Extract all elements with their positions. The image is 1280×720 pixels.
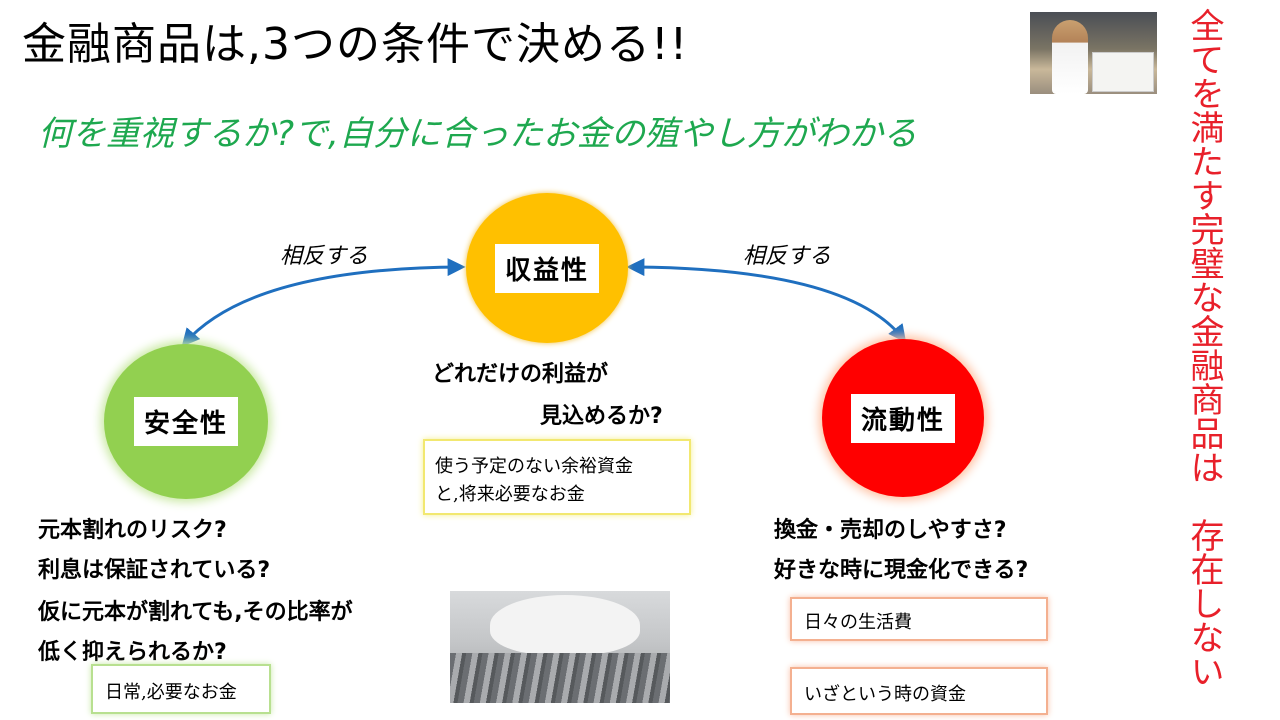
broken-piggy-bank [490,595,640,655]
liquidity-fund-box-1: 日々の生活費 [790,597,1048,641]
safety-fund-box: 日常,必要なお金 [91,664,271,714]
yield-circle: 収益性 [466,193,628,343]
yield-fund-box: 使う予定のない余裕資金 と,将来必要なお金 [423,439,691,515]
piggy-bank-coins-photo [450,591,670,703]
page-title: 金融商品は,3つの条件で決める!! [22,19,689,70]
yield-box-line-1: 使う予定のない余裕資金 [435,456,633,477]
yield-question-2: 見込めるか? [540,404,663,429]
yield-label: 収益性 [494,243,599,293]
liquidity-label: 流動性 [850,393,955,443]
arrow-yield-liquidity [626,258,907,343]
yield-box-line-2: と,将来必要なお金 [435,484,585,505]
yield-question-1: どれだけの利益が [432,362,609,387]
safety-question-2: 利息は保証されている? [38,558,271,583]
coin-pile [450,653,670,703]
safety-circle: 安全性 [104,344,268,499]
side-note: 全てを満たす完璧な金融商品は 存在しない [1184,8,1224,688]
page-subtitle: 何を重視するか?で,自分に合ったお金の殖やし方がわかる [38,114,917,154]
liquidity-fund-box-2: いざという時の資金 [790,667,1048,715]
safety-question-3: 仮に元本が割れても,その比率が [38,600,353,625]
safety-question-1: 元本割れのリスク? [38,518,227,543]
person-figure [1052,20,1088,94]
safety-question-4: 低く抑えられるか? [38,640,227,665]
businesswoman-photo [1030,12,1157,94]
laptop-figure [1092,52,1154,92]
relation-label-right: 相反する [743,244,832,269]
arrow-yield-safety [181,258,466,347]
liquidity-question-2: 好きな時に現金化できる? [774,558,1029,583]
liquidity-circle: 流動性 [822,339,984,497]
safety-label: 安全性 [133,397,238,446]
liquidity-question-1: 換金・売却のしやすさ? [774,518,1007,543]
relation-label-left: 相反する [280,244,369,269]
